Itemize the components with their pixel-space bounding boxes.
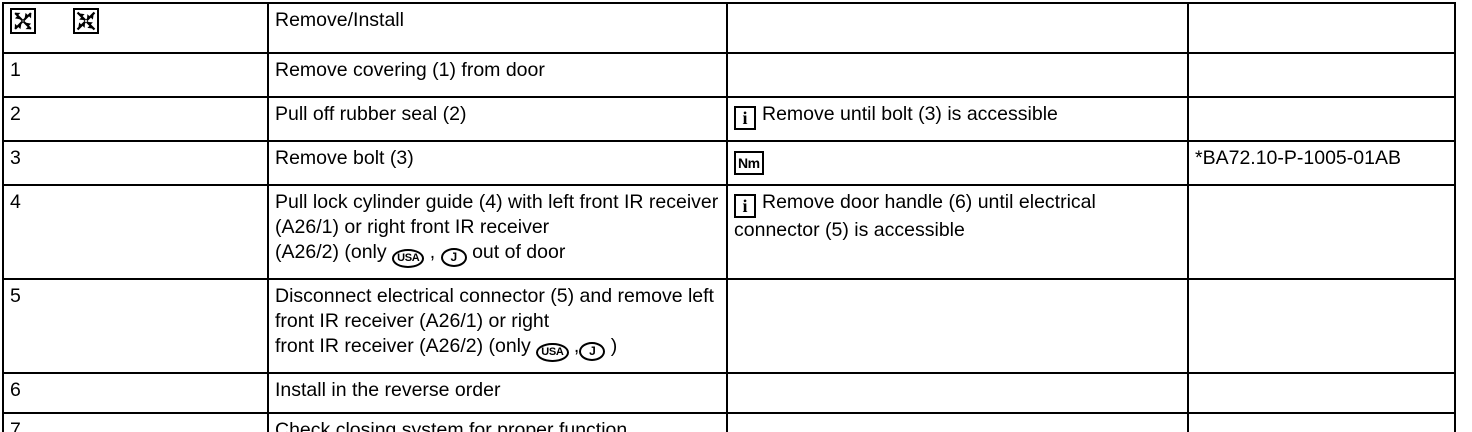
step-number: 6 xyxy=(2,372,269,414)
work-line-2: receiver (A26/1) or right front IR recei… xyxy=(275,191,719,238)
note-cell xyxy=(726,52,1189,98)
work-line-1: Disconnect electrical connector (5) and xyxy=(275,285,613,307)
table-row: 5 Disconnect electrical connector (5) an… xyxy=(2,278,1456,374)
note-cell: i Remove until bolt (3) is accessible xyxy=(726,96,1189,142)
reference-cell xyxy=(1187,372,1456,414)
step-number: 3 xyxy=(2,140,269,186)
work-line-3-pre: (A26/2) (only xyxy=(275,241,393,263)
reference-cell xyxy=(1187,52,1456,98)
reference-cell xyxy=(1187,96,1456,142)
table-row: 2 Pull off rubber seal (2) i Remove until… xyxy=(2,96,1456,142)
note-cell xyxy=(726,412,1189,432)
country-badge-usa: USA xyxy=(536,343,569,362)
header-title: Remove/Install xyxy=(267,2,728,54)
work-line-3-pre: front IR receiver (A26/2) (only xyxy=(275,335,537,357)
reference-cell xyxy=(1187,278,1456,374)
work-instruction: Disconnect electrical connector (5) and … xyxy=(267,278,728,374)
step-number: 1 xyxy=(2,52,269,98)
work-instruction: Remove covering (1) from door xyxy=(267,52,728,98)
table-row: 6 Install in the reverse order xyxy=(2,372,1456,414)
work-instruction: Install in the reverse order xyxy=(267,372,728,414)
header-icons-cell xyxy=(2,2,269,54)
work-line-3-post: ) xyxy=(605,335,618,357)
table-row: 4 Pull lock cylinder guide (4) with left… xyxy=(2,184,1456,280)
reference-cell[interactable]: *BA72.10-P-1005-01AB xyxy=(1187,140,1456,186)
install-icon[interactable] xyxy=(73,8,100,34)
work-instruction: Pull lock cylinder guide (4) with left f… xyxy=(267,184,728,280)
table-row: 1 Remove covering (1) from door xyxy=(2,52,1456,98)
note-cell xyxy=(726,372,1189,414)
info-icon: i xyxy=(734,194,756,218)
step-number: 4 xyxy=(2,184,269,280)
info-icon: i xyxy=(734,106,756,130)
note-text: Remove door handle (6) until electrical … xyxy=(734,191,1096,241)
work-line-2: remove left front IR receiver (A26/1) or… xyxy=(275,285,714,332)
work-instruction: Remove bolt (3) xyxy=(267,140,728,186)
header-reference xyxy=(1187,2,1456,54)
table-header-row: Remove/Install xyxy=(2,2,1456,54)
table-row: 3 Remove bolt (3) Nm *BA72.10-P-1005-01A… xyxy=(2,140,1456,186)
work-line-3-mid: , xyxy=(424,241,441,263)
reference-cell xyxy=(1187,412,1456,432)
table-row: 7 Check closing system for proper functi… xyxy=(2,412,1456,432)
torque-icon: Nm xyxy=(734,151,764,175)
step-number: 7 xyxy=(2,412,269,432)
step-number: 2 xyxy=(2,96,269,142)
work-line-3-mid: , xyxy=(568,335,580,357)
work-instruction: Pull off rubber seal (2) xyxy=(267,96,728,142)
note-text: Remove until bolt (3) is accessible xyxy=(762,103,1058,125)
note-cell xyxy=(726,278,1189,374)
header-note xyxy=(726,2,1189,54)
country-badge-japan: J xyxy=(579,342,606,361)
note-cell: Nm xyxy=(726,140,1189,186)
work-line-3-post: out of door xyxy=(466,241,566,263)
step-number: 5 xyxy=(2,278,269,374)
remove-icon[interactable] xyxy=(10,8,36,34)
country-badge-usa: USA xyxy=(392,249,425,268)
work-instruction: Check closing system for proper function xyxy=(267,412,728,432)
country-badge-japan: J xyxy=(440,248,467,267)
work-line-1: Pull lock cylinder guide (4) with left f… xyxy=(275,191,644,213)
reference-cell xyxy=(1187,184,1456,280)
